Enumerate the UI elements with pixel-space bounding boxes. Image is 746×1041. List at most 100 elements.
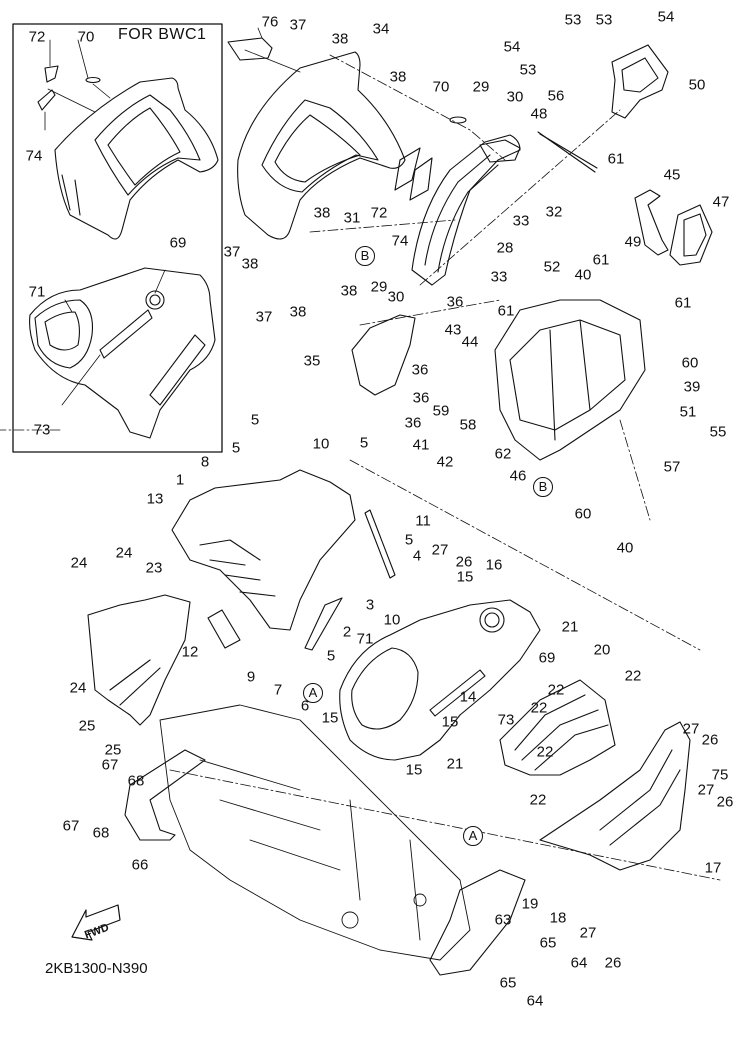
part-callout-37: 37 xyxy=(223,243,241,261)
part-callout-56: 56 xyxy=(547,87,565,105)
inset-lower-cowl xyxy=(29,267,216,439)
inset-label-72: 72 xyxy=(28,28,46,46)
part-callout-32: 32 xyxy=(545,203,563,221)
part-callout-17: 17 xyxy=(704,859,722,877)
part-callout-5: 5 xyxy=(359,434,369,452)
part-callout-64: 64 xyxy=(570,954,588,972)
grille-20 xyxy=(499,679,616,776)
part-callout-47: 47 xyxy=(712,193,730,211)
part-callout-24: 24 xyxy=(70,554,88,572)
inset-label-70: 70 xyxy=(77,28,95,46)
part-callout-40: 40 xyxy=(616,539,634,557)
part-callout-22: 22 xyxy=(624,667,642,685)
frame-outline xyxy=(159,704,471,961)
part-callout-6: 6 xyxy=(300,697,310,715)
part-callout-36: 36 xyxy=(412,389,430,407)
guard-63 xyxy=(429,869,526,976)
part-callout-5: 5 xyxy=(231,439,241,457)
part-callout-22: 22 xyxy=(530,699,548,717)
part-callout-61: 61 xyxy=(607,150,625,168)
part-callout-10: 10 xyxy=(383,611,401,629)
part-callout-69: 69 xyxy=(538,649,556,667)
bar-4 xyxy=(364,509,396,579)
part-callout-31: 31 xyxy=(343,209,361,227)
part-callout-45: 45 xyxy=(663,166,681,184)
part-callout-70: 70 xyxy=(432,78,450,96)
headlight-cowl-28 xyxy=(411,134,521,286)
part-callout-61: 61 xyxy=(497,302,515,320)
part-callout-53: 53 xyxy=(595,11,613,29)
part-callout-74: 74 xyxy=(391,232,409,250)
stay-39 xyxy=(494,299,646,461)
part-callout-37: 37 xyxy=(289,16,307,34)
part-callout-3: 3 xyxy=(365,596,375,614)
part-callout-64: 64 xyxy=(526,992,544,1010)
ref-marker-b-top: B xyxy=(355,246,375,266)
part-callout-53: 53 xyxy=(564,11,582,29)
ref-marker-a-right: A xyxy=(463,826,483,846)
part-callout-26: 26 xyxy=(716,793,734,811)
part-callout-34: 34 xyxy=(372,20,390,38)
part-callout-54: 54 xyxy=(503,38,521,56)
inset-label-74: 74 xyxy=(25,147,43,165)
part-callout-33: 33 xyxy=(512,212,530,230)
part-callout-15: 15 xyxy=(321,709,339,727)
part-callout-14: 14 xyxy=(459,688,477,706)
part-callout-10: 10 xyxy=(312,435,330,453)
part-callout-26: 26 xyxy=(604,954,622,972)
inset-upper-cowl xyxy=(54,77,219,240)
part-callout-61: 61 xyxy=(592,251,610,269)
part-callout-60: 60 xyxy=(681,354,699,372)
part-callout-68: 68 xyxy=(127,772,145,790)
part-callout-75: 75 xyxy=(711,766,729,784)
part-callout-5: 5 xyxy=(404,531,414,549)
part-callout-71: 71 xyxy=(356,630,374,648)
part-callout-21: 21 xyxy=(446,755,464,773)
part-callout-5: 5 xyxy=(326,647,336,665)
decal-72 xyxy=(394,147,421,191)
part-callout-43: 43 xyxy=(444,321,462,339)
inset-decal-72 xyxy=(44,65,59,83)
part-callout-38: 38 xyxy=(313,204,331,222)
part-callout-49: 49 xyxy=(624,233,642,251)
part-callout-18: 18 xyxy=(549,909,567,927)
part-callout-39: 39 xyxy=(683,378,701,396)
part-callout-1: 1 xyxy=(175,471,185,489)
part-callout-8: 8 xyxy=(200,453,210,471)
part-callout-4: 4 xyxy=(412,547,422,565)
part-callout-37: 37 xyxy=(255,308,273,326)
part-callout-57: 57 xyxy=(663,458,681,476)
part-callout-72: 72 xyxy=(370,204,388,222)
part-callout-27: 27 xyxy=(579,924,597,942)
part-callout-36: 36 xyxy=(404,414,422,432)
part-callout-15: 15 xyxy=(441,713,459,731)
part-callout-36: 36 xyxy=(446,293,464,311)
part-callout-51: 51 xyxy=(679,403,697,421)
inset-decal-74 xyxy=(37,89,56,111)
under-cowl-17 xyxy=(539,721,691,871)
part-callout-67: 67 xyxy=(101,756,119,774)
part-callout-26: 26 xyxy=(701,731,719,749)
assembly-lines xyxy=(0,54,721,881)
part-callout-11: 11 xyxy=(415,512,431,530)
part-callout-67: 67 xyxy=(62,817,80,835)
part-callout-62: 62 xyxy=(494,445,512,463)
part-callout-29: 29 xyxy=(370,278,388,296)
inset-label-71: 71 xyxy=(28,283,46,301)
part-callout-27: 27 xyxy=(697,781,715,799)
inset-frame xyxy=(12,23,223,453)
bracket-45 xyxy=(634,189,669,256)
side-cover-23 xyxy=(87,594,191,726)
part-callout-23: 23 xyxy=(145,559,163,577)
decal-74 xyxy=(409,157,433,201)
part-callout-38: 38 xyxy=(340,282,358,300)
part-callout-52: 52 xyxy=(543,258,561,276)
part-callout-27: 27 xyxy=(431,541,449,559)
panel-12 xyxy=(207,609,241,649)
part-callout-53: 53 xyxy=(519,61,537,79)
part-callout-38: 38 xyxy=(289,303,307,321)
part-callout-73: 73 xyxy=(497,711,515,729)
part-callout-38: 38 xyxy=(331,30,349,48)
decal-76 xyxy=(227,37,273,61)
